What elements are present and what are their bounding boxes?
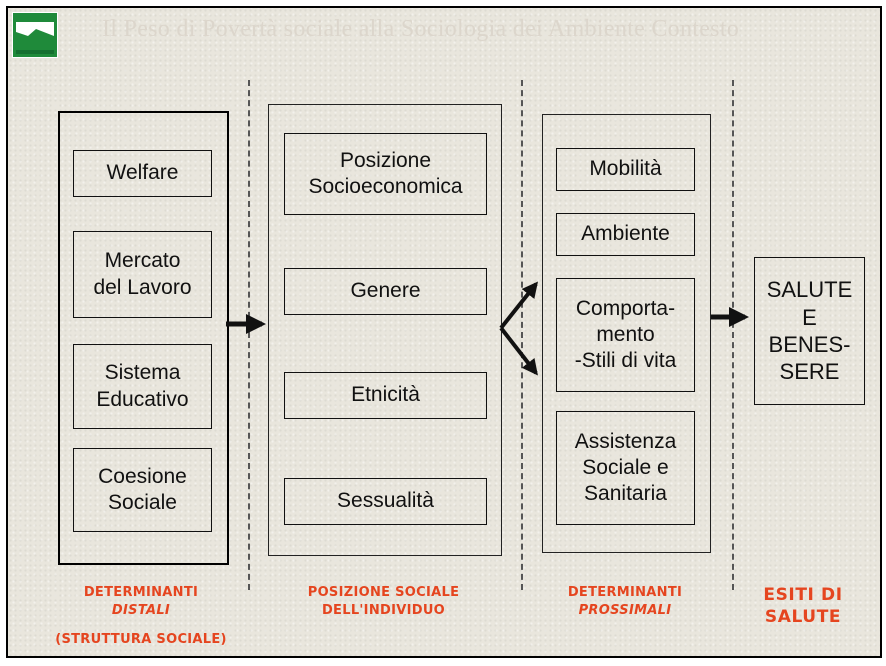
box-comportamento-stili-di-vita: Comporta- mento -Stili di vita: [556, 278, 695, 392]
slide-title: Il Peso di Povertà sociale alla Sociolog…: [102, 16, 740, 42]
box-mercato-lavoro: Mercato del Lavoro: [73, 231, 212, 318]
arrow-position-to-proximal-up: [499, 281, 538, 330]
box-etnicita: Etnicità: [284, 372, 487, 419]
label-outcome-line1: ESITI DI: [763, 585, 843, 605]
arrow-position-to-proximal-down: [499, 326, 538, 376]
label-posizione-sociale: POSIZIONE SOCIALE DELL'INDIVIDUO: [276, 584, 491, 619]
label-esiti-salute: ESITI DI SALUTE: [738, 584, 868, 628]
label-position-line2: DELL'INDIVIDUO: [321, 602, 446, 618]
label-outcome-line2: SALUTE: [764, 607, 842, 628]
label-distal-line2: DISTALI: [111, 602, 171, 618]
slide: Il Peso di Povertà sociale alla Sociolog…: [6, 6, 882, 658]
label-position-line1: POSIZIONE SOCIALE: [307, 585, 460, 600]
label-determinanti-distali: DETERMINANTI DISTALI (STRUTTURA SOCIALE): [46, 584, 236, 649]
label-distal-line3: (STRUTTURA SOCIALE): [55, 632, 227, 648]
label-distal-line1: DETERMINANTI: [83, 585, 199, 600]
column-separator-2: [521, 80, 523, 590]
proximal-determinants-group: [542, 114, 711, 553]
box-coesione-sociale: Coesione Sociale: [73, 448, 212, 532]
column-separator-3: [732, 80, 734, 590]
box-salute-benessere: SALUTE E BENES- SERE: [754, 257, 865, 405]
box-genere: Genere: [284, 268, 487, 315]
box-mobilita: Mobilità: [556, 148, 695, 191]
box-posizione-socioeconomica: Posizione Socioeconomica: [284, 133, 487, 215]
box-sessualita: Sessualità: [284, 478, 487, 525]
label-determinanti-prossimali: DETERMINANTI PROSSIMALI: [535, 584, 715, 619]
box-assistenza-sociale-sanitaria: Assistenza Sociale e Sanitaria: [556, 411, 695, 525]
box-welfare: Welfare: [73, 150, 212, 197]
distal-determinants-group: [58, 111, 229, 565]
green-flag-logo-icon: [12, 12, 58, 58]
label-proximal-line2: PROSSIMALI: [578, 602, 672, 618]
column-separator-1: [248, 80, 250, 590]
flow-arrows: [226, 281, 749, 376]
box-ambiente: Ambiente: [556, 213, 695, 256]
label-proximal-line1: DETERMINANTI: [567, 585, 683, 600]
box-sistema-educativo: Sistema Educativo: [73, 344, 212, 429]
